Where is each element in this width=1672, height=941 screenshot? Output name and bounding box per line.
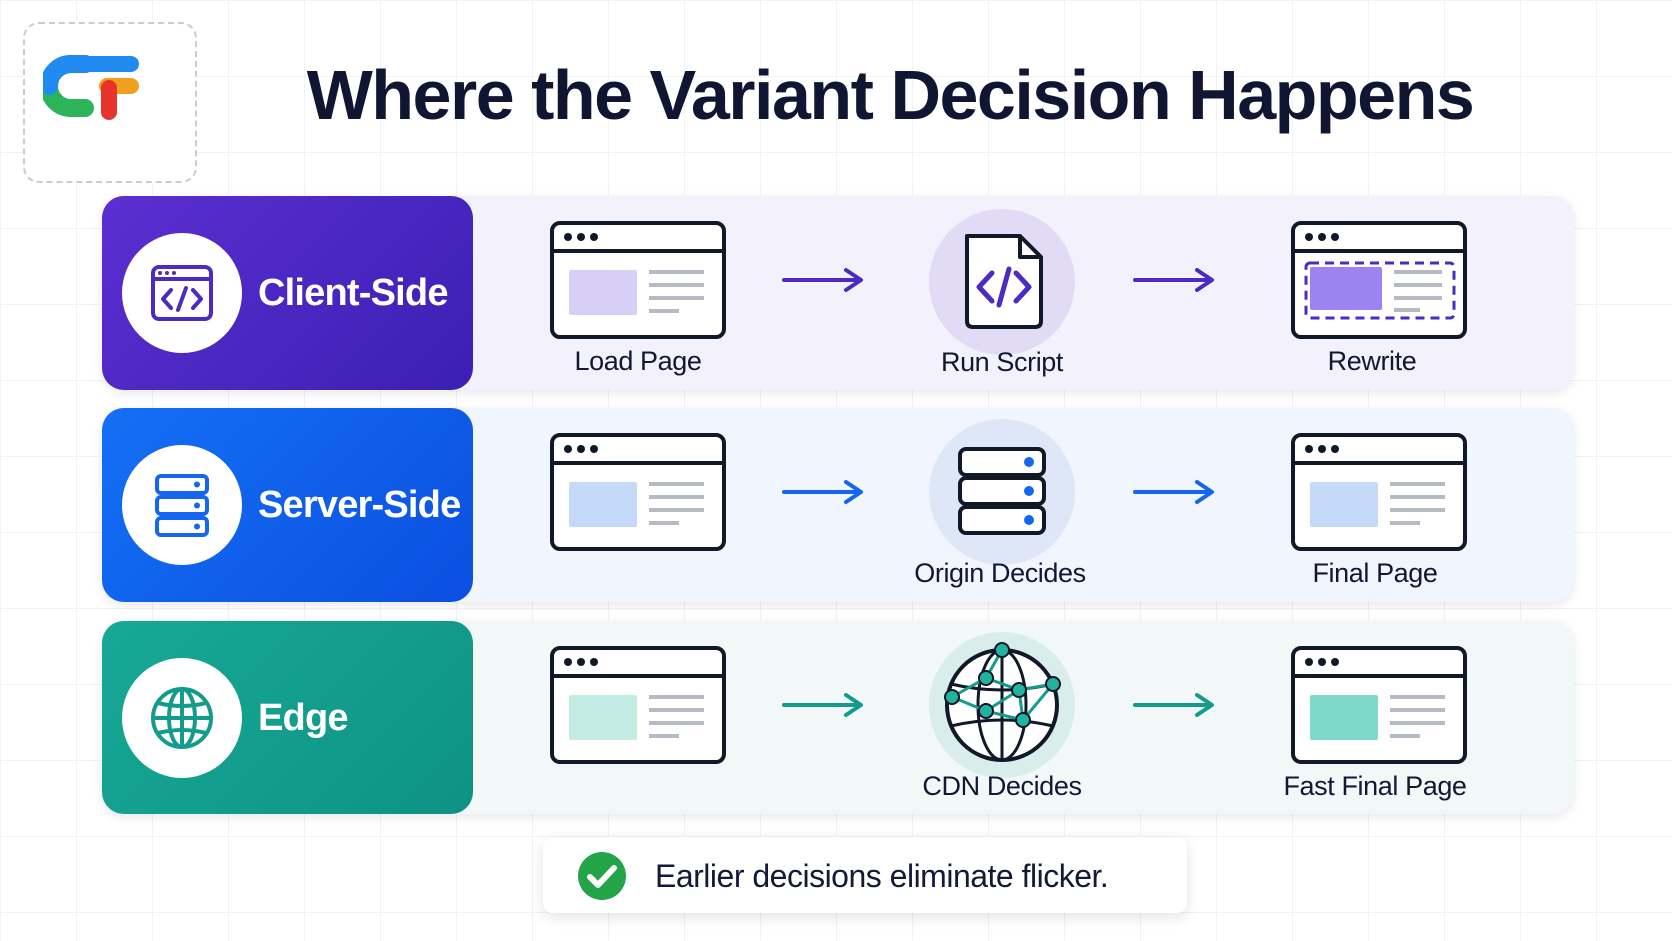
step-label-final-page: Final Page — [1312, 558, 1438, 588]
code-window-icon — [151, 265, 213, 321]
row-edge: Edge CDN Decides — [102, 621, 1574, 814]
browser-window-icon — [550, 221, 726, 339]
callout-box: Earlier decisions eliminate flicker. — [543, 837, 1187, 913]
row-server-side: Server-Side Origin Decides Fin — [102, 408, 1574, 602]
arrow-right-icon — [1133, 480, 1214, 504]
browser-window-icon — [550, 646, 726, 764]
check-circle-icon — [578, 852, 626, 900]
arrow-right-icon — [782, 480, 863, 504]
browser-rewrite-icon — [1291, 221, 1467, 339]
server-side-icon-circle — [122, 445, 242, 565]
browser-window-icon — [1291, 433, 1467, 551]
step-label-origin-decides: Origin Decides — [914, 558, 1086, 588]
globe-icon — [151, 686, 213, 749]
server-side-label: Server-Side — [258, 484, 461, 526]
step-label-cdn-decides: CDN Decides — [922, 771, 1082, 801]
network-globe-icon — [929, 632, 1075, 778]
step-label-fast-final-page: Fast Final Page — [1283, 771, 1467, 801]
arrow-right-icon — [782, 268, 863, 292]
step-label-run-script: Run Script — [940, 347, 1064, 377]
step-label-load-page: Load Page — [574, 346, 702, 376]
server-stack-icon — [929, 419, 1075, 565]
client-side-icon-circle — [122, 233, 242, 353]
arrow-right-icon — [1133, 693, 1214, 717]
edge-label-panel: Edge — [102, 621, 473, 814]
row-client-side: Client-Side Load Page Run Script — [102, 196, 1574, 390]
logo-container — [23, 22, 197, 183]
browser-window-icon — [1291, 646, 1467, 764]
client-side-label: Client-Side — [258, 272, 448, 314]
edge-icon-circle — [122, 657, 242, 778]
server-stack-icon — [155, 474, 209, 537]
arrow-right-icon — [1133, 268, 1214, 292]
browser-window-icon — [550, 433, 726, 551]
brand-logo-icon — [43, 55, 139, 120]
callout-text: Earlier decisions eliminate flicker. — [655, 858, 1109, 894]
page-title: Where the Variant Decision Happens — [306, 56, 1475, 134]
code-file-icon — [929, 209, 1075, 355]
client-side-label-panel: Client-Side — [102, 196, 473, 390]
edge-label: Edge — [258, 696, 349, 739]
server-side-label-panel: Server-Side — [102, 408, 473, 602]
step-label-rewrite: Rewrite — [1327, 346, 1417, 376]
arrow-right-icon — [782, 693, 863, 717]
